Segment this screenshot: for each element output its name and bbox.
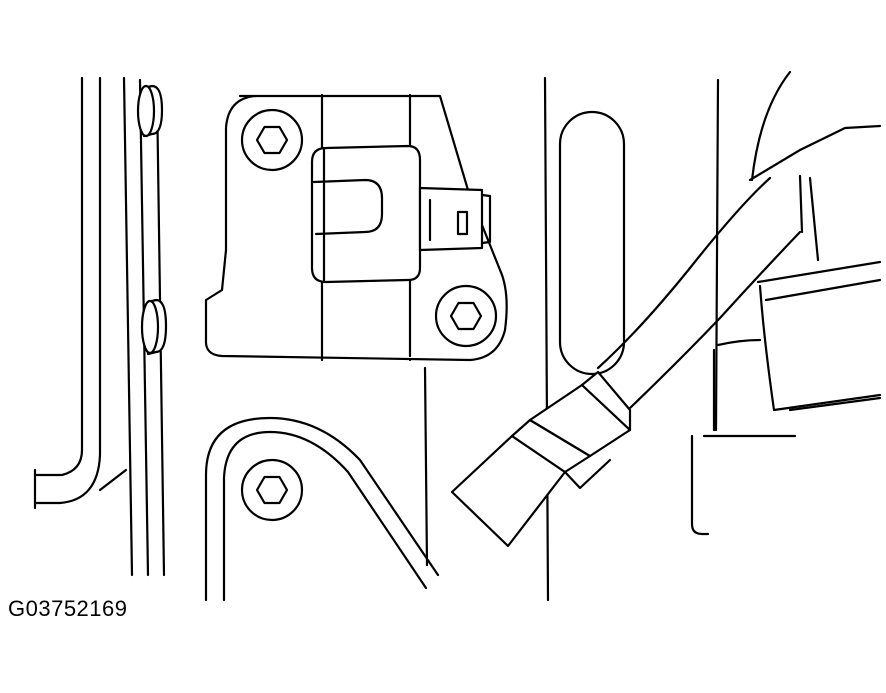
oval-slot	[558, 110, 626, 376]
dowel-pin-lower	[140, 298, 168, 356]
lower-casting-arch	[204, 416, 440, 602]
sensor-body	[310, 144, 422, 284]
dowel-pin-upper	[136, 84, 164, 138]
sensor-connector-stub	[418, 186, 492, 252]
harness-wire	[596, 70, 882, 410]
right-side-components	[690, 260, 882, 536]
bracket-bolt-lower	[434, 284, 498, 348]
lower-casting-bolt	[240, 458, 304, 522]
bracket-bolt-upper	[240, 108, 304, 172]
figure-id-label: G03752169	[8, 596, 128, 621]
harness-connector-plug	[450, 370, 632, 548]
